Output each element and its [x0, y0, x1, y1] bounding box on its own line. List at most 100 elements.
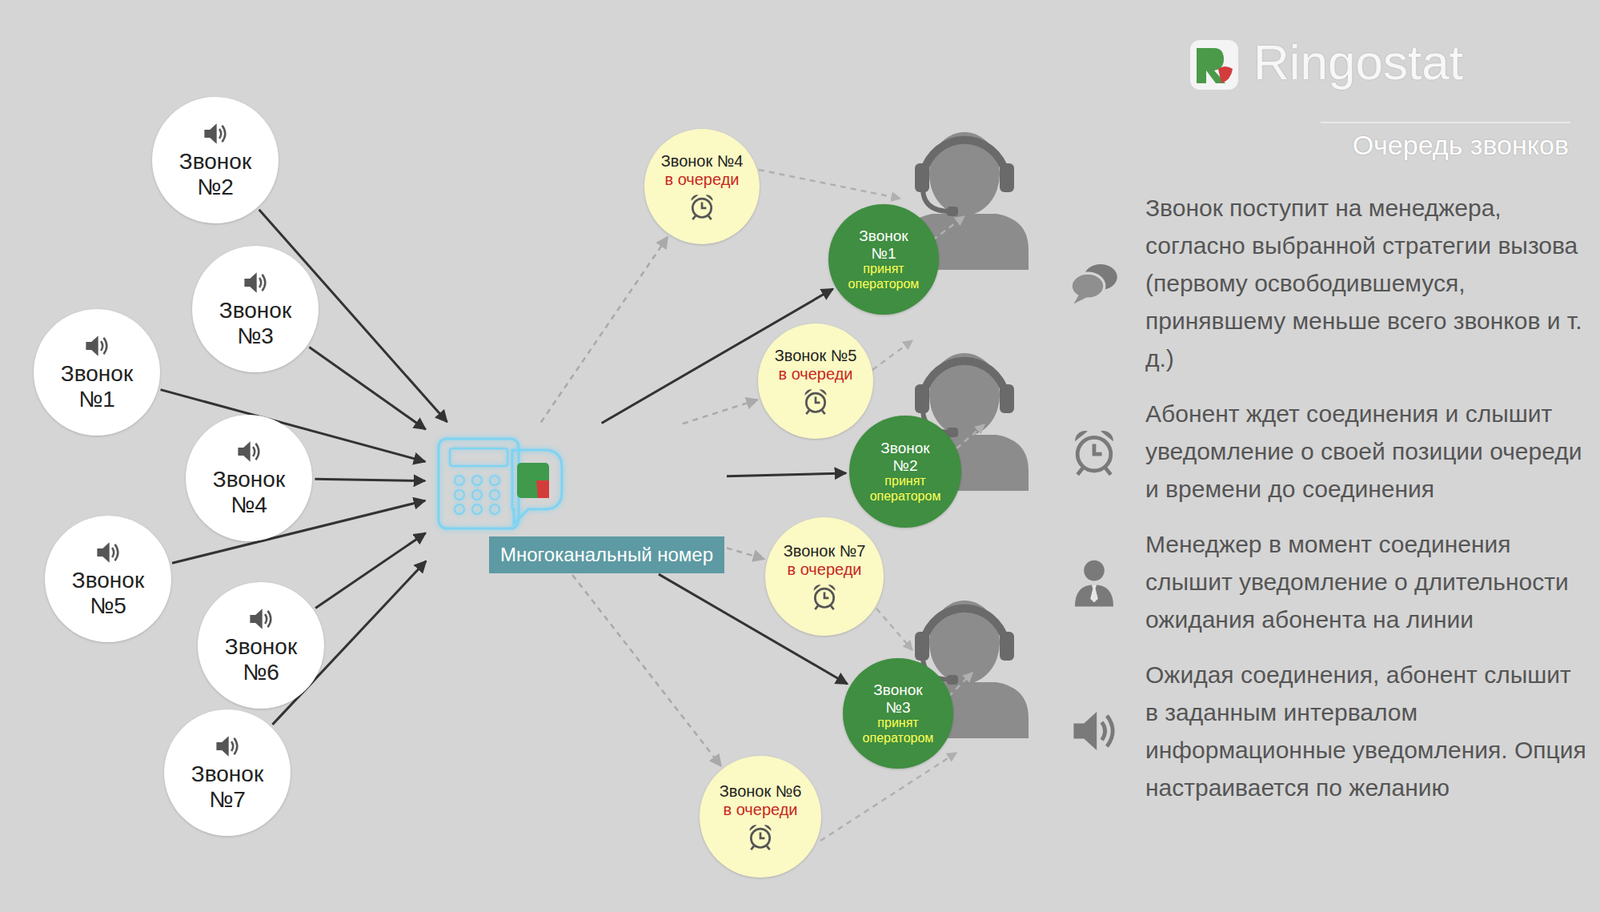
note-icon	[1068, 705, 1120, 757]
speaker-wave	[267, 610, 271, 627]
node-content: Звонок №2	[171, 120, 260, 201]
call-name: Звонок №6	[216, 633, 305, 686]
pbx-key	[454, 504, 465, 514]
clock-legs	[814, 605, 834, 610]
call-name: Звонок №5	[64, 567, 153, 619]
speaker-wave	[233, 737, 237, 754]
node-content: Звонок №5	[64, 538, 153, 619]
earcup	[914, 384, 930, 414]
note-text: Ожидая соединения, абонент слышит в зада…	[1145, 655, 1588, 807]
headphones	[922, 608, 1007, 642]
incoming-call-circle: Звонок №6	[197, 581, 325, 710]
speaker-wave	[1106, 715, 1113, 746]
earcup	[999, 384, 1015, 414]
note-row: Звонок поступит на менеджера, согласно в…	[1068, 188, 1589, 377]
clock-hands	[815, 396, 820, 403]
pbx-key	[472, 504, 482, 514]
microphone	[946, 674, 959, 685]
incoming-call-circle: Звонок №2	[152, 96, 280, 225]
pbx-key	[489, 504, 500, 514]
queued-call-circle: Звонок №7в очереди	[765, 517, 884, 636]
clock-legs	[806, 410, 825, 415]
node-content: Многоканальный номер	[489, 536, 725, 574]
multichannel-number: Многоканальный номер	[428, 424, 725, 574]
speaker-wave	[252, 446, 255, 457]
speaker-body	[204, 123, 217, 145]
speaker-wave	[221, 125, 225, 142]
dashed-leader	[932, 216, 965, 241]
clock-legs	[1077, 467, 1111, 474]
call-arrow	[308, 347, 426, 430]
pbx-logo	[517, 462, 550, 498]
speaker-wave	[103, 337, 107, 354]
clock-face	[692, 198, 711, 217]
speaker-icon	[94, 538, 122, 566]
pbx-body	[438, 438, 519, 529]
clock-icon	[687, 192, 717, 221]
note-row: Менеджер в момент соединения слышит увед…	[1068, 525, 1589, 638]
node-content: Звонок №5в очереди	[774, 346, 858, 416]
person-head	[1083, 559, 1105, 581]
speaker-icon	[235, 437, 263, 466]
speaker-body	[244, 272, 257, 293]
clock-face	[750, 828, 770, 847]
node-content: Звонок №7	[183, 732, 272, 813]
clock-face	[814, 588, 834, 607]
clock-hands	[824, 592, 829, 598]
speaker-wave	[264, 613, 267, 624]
earcup	[999, 163, 1015, 193]
node-content: Звонок №4	[204, 437, 293, 518]
call-name: Звонок №2	[171, 148, 260, 201]
note-text: Менеджер в момент соединения слышит увед…	[1145, 525, 1588, 638]
pbx-key	[454, 475, 465, 486]
pbx-key	[489, 489, 500, 500]
note-row: Абонент ждет соединения и слышит уведомл…	[1068, 394, 1589, 508]
accepted-call-circle: Звонок №1принят оператором	[828, 204, 939, 315]
call-status: принят оператором	[858, 715, 939, 746]
logo-mark	[1190, 40, 1239, 90]
speaker-body	[237, 441, 250, 462]
node-content: Звонок №6в очереди	[719, 781, 803, 851]
incoming-call-circle: Звонок №5	[44, 515, 173, 643]
clock-icon	[801, 386, 831, 416]
call-status: в очереди	[664, 170, 739, 189]
speaker-wave	[259, 277, 261, 288]
call-name: Звонок №3	[866, 681, 931, 717]
earcup	[914, 631, 930, 661]
clock-bell	[690, 194, 698, 201]
headphones	[922, 140, 1007, 174]
call-status: в очереди	[777, 364, 853, 384]
clock-bell	[828, 584, 836, 590]
clock-bell	[749, 824, 757, 831]
queue-arrow	[541, 236, 668, 423]
call-name: Звонок №1	[52, 360, 141, 413]
call-name: Звонок №3	[211, 297, 300, 349]
speaker-body	[1073, 711, 1097, 750]
node-content: Звонок №3принят оператором	[858, 681, 939, 746]
speaker-body	[249, 608, 262, 630]
pbx-bubble	[512, 449, 562, 524]
dashed-leader	[956, 424, 985, 449]
incoming-call-circle: Звонок №4	[185, 414, 313, 542]
speaker-wave	[114, 544, 118, 561]
clock-hands	[760, 832, 765, 839]
chat-bubble	[1070, 272, 1105, 299]
pbx-key	[489, 475, 500, 486]
call-status: принят оператором	[865, 473, 946, 504]
dashed-leader	[758, 169, 901, 199]
speaker-icon	[247, 605, 275, 633]
note-row: Ожидая соединения, абонент слышит в зада…	[1068, 655, 1589, 807]
logo-mark	[1218, 66, 1233, 84]
pbx-key	[472, 489, 482, 500]
note-icon	[1068, 257, 1120, 309]
node-content: Звонок №7в очереди	[783, 541, 867, 611]
pbx-key	[454, 489, 465, 500]
clock-bell	[813, 584, 821, 590]
brand-name: Ringostat	[1253, 33, 1464, 91]
clock-hands	[701, 202, 706, 209]
incoming-call-circle: Звонок №1	[33, 308, 161, 437]
accepted-call-circle: Звонок №3принят оператором	[842, 657, 954, 769]
note-text: Звонок поступит на менеджера, согласно в…	[1145, 188, 1588, 377]
call-arrow	[314, 478, 426, 481]
pbx-icon	[438, 438, 562, 529]
